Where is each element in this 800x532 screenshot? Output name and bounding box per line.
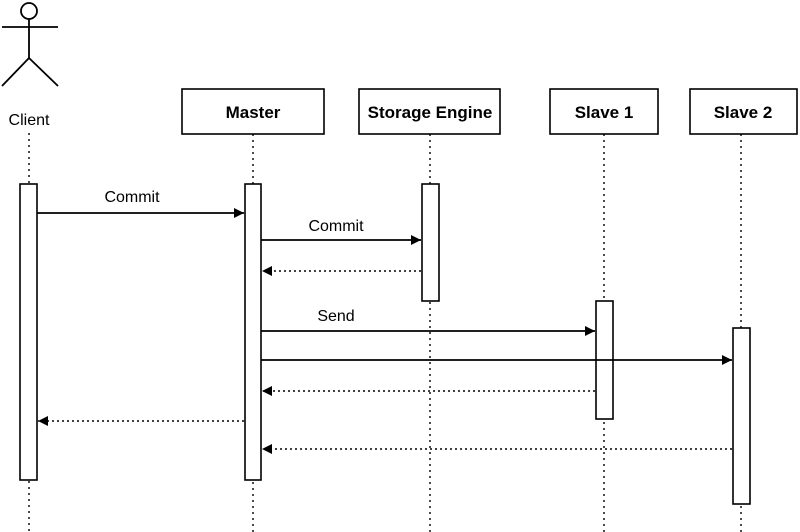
- participant-slave-1: Slave 1: [549, 88, 659, 135]
- participant-storage-engine: Storage Engine: [358, 88, 501, 135]
- actor-left-leg: [1, 57, 30, 87]
- message-master-to-slave-1-send: Send: [261, 308, 595, 336]
- message-client-to-master-commit: Commit: [37, 189, 244, 218]
- actor-head: [20, 2, 38, 20]
- storage-engine-activation: [421, 183, 440, 302]
- message-label-send: Send: [317, 308, 354, 325]
- message-label-commit-storage: Commit: [308, 218, 364, 235]
- slave-2-activation: [732, 327, 751, 505]
- message-label-commit: Commit: [104, 189, 160, 206]
- participant-storage-engine-label: Storage Engine: [368, 103, 493, 122]
- participant-slave-2-label: Slave 2: [714, 103, 773, 122]
- client-actor: Client: [1, 2, 59, 129]
- message-master-to-storage-commit: Commit: [261, 218, 421, 245]
- participant-slave-2: Slave 2: [689, 88, 798, 135]
- client-label: Client: [9, 112, 50, 129]
- actor-right-leg: [28, 57, 59, 87]
- participant-master-label: Master: [226, 103, 281, 122]
- participant-slave-1-label: Slave 1: [575, 103, 634, 122]
- participant-master: Master: [181, 88, 325, 135]
- master-activation: [244, 183, 262, 481]
- client-activation: [19, 183, 38, 481]
